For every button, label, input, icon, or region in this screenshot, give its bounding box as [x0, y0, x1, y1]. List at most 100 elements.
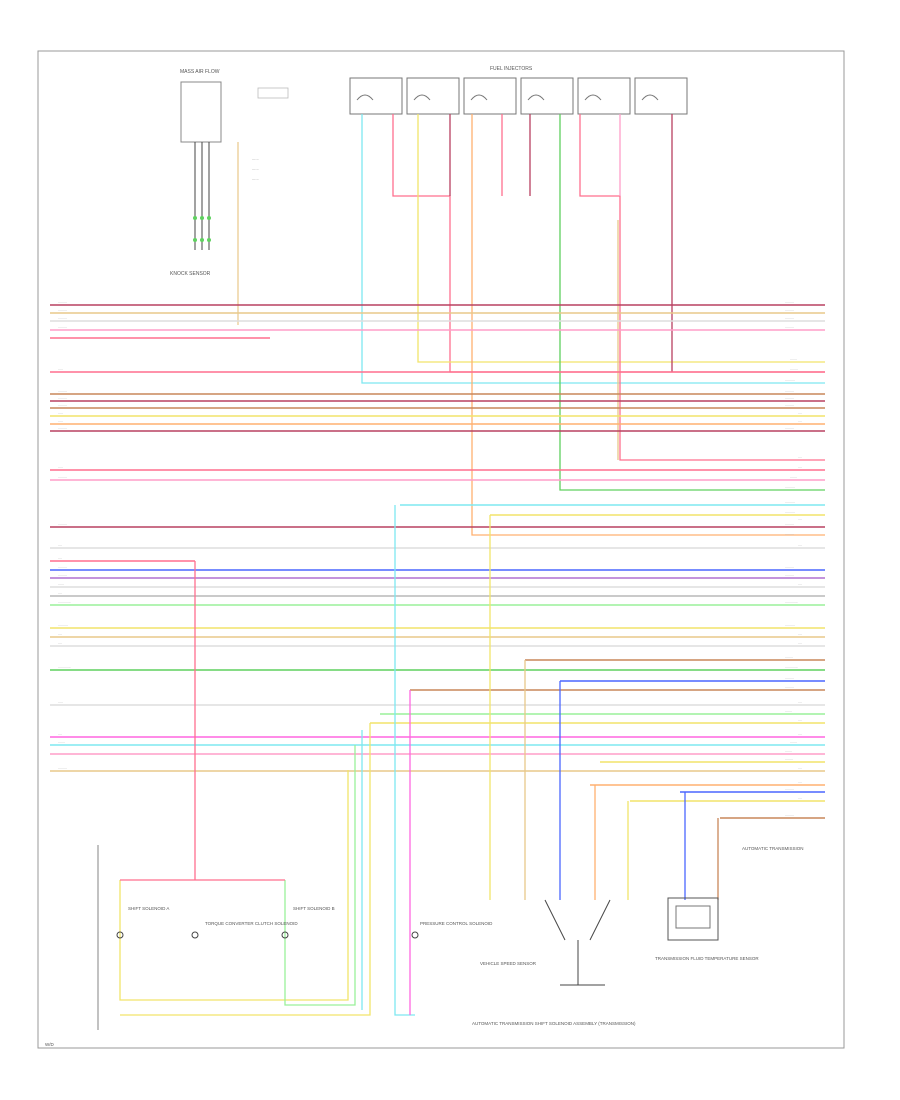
svg-text:.....: ..... [58, 411, 63, 415]
svg-text:........: ........ [785, 757, 793, 761]
svg-text:....: .... [798, 411, 802, 415]
svg-text:.........: ......... [58, 325, 67, 329]
svg-text:........: ........ [790, 367, 798, 371]
svg-text:.......: ....... [785, 709, 792, 713]
svg-text:.........: ......... [785, 573, 794, 577]
mass-air-flow-sensor: MASS AIR FLOW KNOCK SENSOR ...... ......… [170, 69, 289, 325]
speed-sensor-label: VEHICLE SPEED SENSOR [480, 961, 537, 966]
svg-text:.......: ....... [58, 740, 65, 744]
bus-wires [50, 304, 825, 819]
sensor-drops [119, 505, 719, 1016]
svg-text:....: .... [798, 700, 802, 704]
svg-text:....: .... [798, 465, 802, 469]
svg-text:......: ...... [58, 582, 64, 586]
shift-sol-a-label: SHIFT SOLENOID A [128, 906, 169, 911]
svg-text:.....: ..... [58, 419, 63, 423]
svg-text:.........: ......... [785, 403, 794, 407]
svg-text:.........: ......... [785, 813, 794, 817]
svg-text:.......: ....... [790, 357, 797, 361]
svg-text:.........: ......... [58, 316, 67, 320]
svg-text:..........: .......... [785, 510, 795, 514]
svg-text:....: .... [798, 766, 802, 770]
svg-text:....: .... [58, 543, 62, 547]
svg-text:..........: .......... [785, 485, 795, 489]
svg-text:.........: ......... [785, 522, 794, 526]
svg-text:......: ...... [252, 166, 259, 171]
svg-text:.........: ......... [785, 426, 794, 430]
svg-text:....: .... [798, 582, 802, 586]
knock-sensor-label: KNOCK SENSOR [170, 271, 211, 277]
svg-text:.........: ......... [58, 396, 67, 400]
svg-text:..........: .......... [58, 623, 68, 627]
svg-text:....: .... [58, 632, 62, 636]
svg-text:....: .... [798, 718, 802, 722]
trans-label: AUTOMATIC TRANSMISSION [742, 846, 804, 851]
svg-text:.......: ....... [790, 475, 797, 479]
svg-text:.....: ..... [58, 367, 63, 371]
svg-text:....: .... [58, 641, 62, 645]
svg-text:....: .... [58, 591, 62, 595]
svg-text:.........: ......... [785, 325, 794, 329]
svg-text:....: .... [798, 543, 802, 547]
svg-text:....: .... [798, 419, 802, 423]
svg-text:.........: ......... [785, 396, 794, 400]
svg-text:....: .... [798, 632, 802, 636]
svg-text:.........: ......... [785, 316, 794, 320]
svg-text:.........: ......... [785, 685, 794, 689]
svg-text:.........: ......... [785, 787, 794, 791]
temp-sensor-label: TRANSMISSION FLUID TEMPERATURE SENSOR [655, 956, 759, 961]
svg-text:....: .... [798, 517, 802, 521]
svg-text:......: ...... [252, 176, 259, 181]
svg-text:..........: .......... [785, 500, 795, 504]
svg-text:....: .... [798, 796, 802, 800]
diagram-border [37, 50, 845, 1049]
svg-text:....: .... [58, 732, 62, 736]
tcc-label: TORQUE CONVERTER CLUTCH SOLENOID [205, 921, 298, 926]
svg-text:..........: .......... [785, 378, 795, 382]
svg-text:....: .... [798, 780, 802, 784]
svg-text:....: .... [798, 455, 802, 459]
svg-text:......: ...... [252, 156, 259, 161]
svg-text:.........: ......... [58, 522, 67, 526]
svg-text:.........: ......... [785, 389, 794, 393]
injectors-label: FUEL INJECTORS [490, 66, 533, 72]
svg-text:.............: ............. [785, 600, 798, 604]
fuel-injectors: FUEL INJECTORS [349, 66, 688, 115]
injector-wires [361, 114, 825, 536]
footer-code: W/D [45, 1042, 54, 1047]
svg-text:....: .... [58, 556, 62, 560]
svg-text:........: ........ [785, 655, 793, 659]
svg-text:.........: ......... [58, 475, 67, 479]
svg-text:.........: ......... [58, 426, 67, 430]
svg-text:.........: ......... [785, 565, 794, 569]
svg-text:.....: ..... [58, 465, 63, 469]
svg-text:....: .... [798, 732, 802, 736]
svg-text:.....: ..... [58, 700, 63, 704]
svg-text:....: .... [798, 641, 802, 645]
svg-text:.........: ......... [785, 676, 794, 680]
svg-text:.........: ......... [58, 573, 67, 577]
left-pin-labels: .................................... ...… [58, 300, 71, 770]
svg-text:..........: .......... [785, 623, 795, 627]
svg-text:.........: ......... [58, 403, 67, 407]
shift-sol-b-label: SHIFT SOLENOID B [293, 906, 335, 911]
svg-text:.............: ............. [785, 665, 798, 669]
bottom-components: SHIFT SOLENOID A TORQUE CONVERTER CLUTCH… [45, 845, 804, 1047]
svg-text:.........: ......... [58, 389, 67, 393]
mass-air-flow-label: MASS AIR FLOW [180, 69, 220, 75]
svg-text:.............: ............. [58, 665, 71, 669]
svg-text:.......: ....... [785, 749, 792, 753]
svg-text:.........: ......... [785, 308, 794, 312]
svg-text:.........: ......... [58, 766, 67, 770]
svg-text:.........: ......... [58, 300, 67, 304]
svg-text:.............: ............. [58, 600, 71, 604]
press-sol-label: PRESSURE CONTROL SOLENOID [420, 921, 493, 926]
svg-text:.......: ....... [790, 740, 797, 744]
svg-text:.........: ......... [58, 565, 67, 569]
right-pin-labels: .................................... ...… [785, 300, 802, 817]
svg-text:.........: ......... [58, 308, 67, 312]
svg-text:.........: ......... [785, 300, 794, 304]
svg-text:.........: ......... [785, 532, 794, 536]
mid-note: AUTOMATIC TRANSMISSION SHIFT SOLENOID AS… [472, 1021, 636, 1026]
